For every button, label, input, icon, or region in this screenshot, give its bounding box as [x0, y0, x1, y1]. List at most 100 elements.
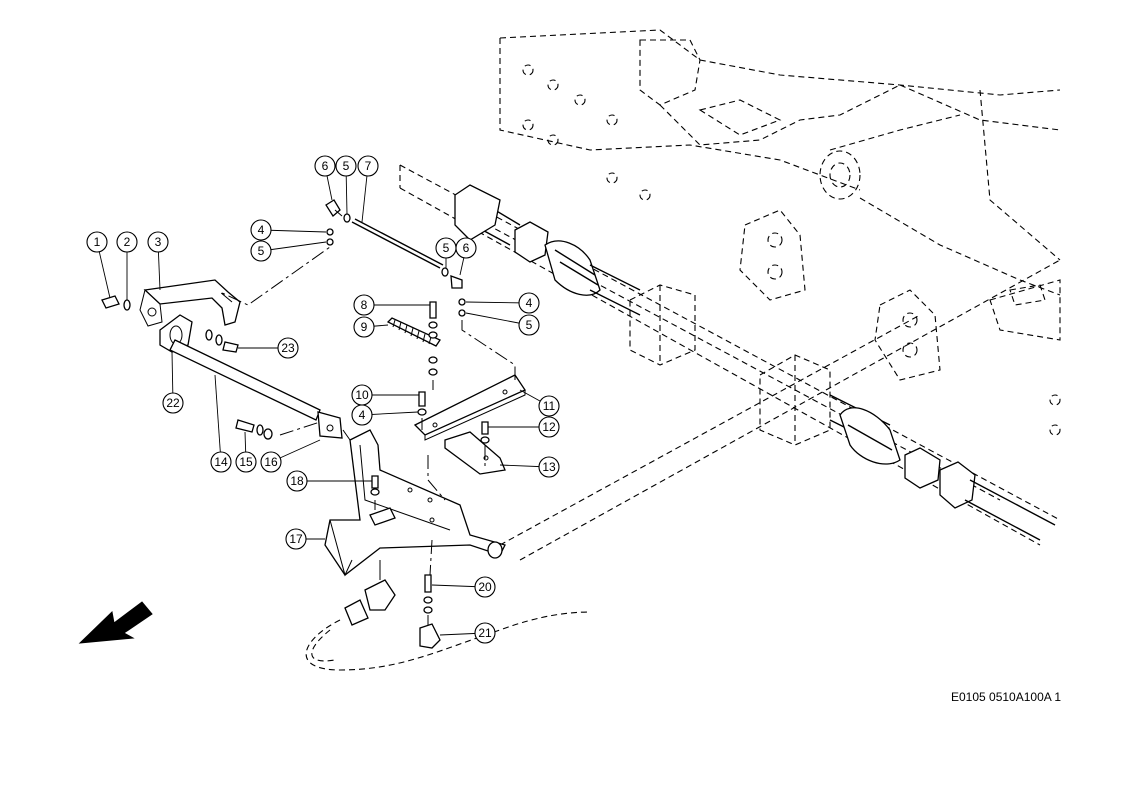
callout-c23: 23: [238, 337, 299, 359]
callout-circle: [314, 155, 336, 177]
callout-circle: [538, 395, 560, 417]
callout-circle: [351, 404, 373, 426]
assembly-lines: [219, 246, 516, 625]
callout-label: 5: [343, 159, 350, 173]
callout-leader: [260, 241, 327, 252]
callout-label: 23: [281, 341, 295, 355]
callout-circle: [335, 155, 357, 177]
callout-label: 5: [258, 244, 265, 258]
bolt-part-1: [101, 295, 120, 309]
callout-label: 11: [543, 399, 556, 413]
callout-c10: 10: [351, 384, 419, 406]
callout-c21: 21: [439, 622, 496, 644]
callout-circle: [353, 294, 375, 316]
shaft-part-14: [169, 339, 343, 439]
callout-label: 12: [542, 420, 556, 434]
reference-code: E0105 0510A100A 1: [951, 690, 1062, 704]
callout-label: 21: [478, 626, 492, 640]
callout-label: 7: [365, 159, 372, 173]
callout-c11: 11: [519, 389, 560, 417]
plate-part-11: [413, 374, 526, 441]
bolt-part-8: [428, 301, 438, 376]
callout-c4a: 4: [250, 219, 327, 241]
callout-circle: [518, 292, 540, 314]
chassis-outline: [399, 29, 1061, 561]
bolt-part-10: [417, 391, 427, 416]
callout-c20: 20: [431, 576, 496, 598]
bolt-part-15: [235, 419, 273, 440]
arrow-front-icon: [78, 601, 153, 644]
bracket-part-3: [139, 279, 241, 327]
washer-part-2: [123, 299, 131, 311]
callout-leader: [465, 312, 530, 326]
callout-circle: [250, 219, 272, 241]
callout-label: 5: [526, 318, 533, 332]
callout-circle: [210, 451, 232, 473]
callout-circle: [147, 231, 169, 253]
callout-circle: [285, 528, 307, 550]
callout-label: 6: [322, 159, 329, 173]
callout-circle: [250, 240, 272, 262]
callout-c16: 16: [260, 439, 321, 473]
callout-circle: [455, 237, 477, 259]
callout-label: 6: [463, 241, 470, 255]
callout-label: 16: [264, 455, 278, 469]
callout-label: 20: [478, 580, 492, 594]
callout-c17: 17: [285, 528, 325, 550]
callout-label: 18: [290, 474, 304, 488]
callout-c18: 18: [286, 470, 372, 492]
callout-label: 4: [526, 296, 533, 310]
callout-circle: [353, 316, 375, 338]
drive-shaft: [454, 184, 1056, 541]
rod-assembly-part-7: [325, 199, 466, 317]
callout-c1: 1: [86, 231, 111, 299]
callout-circle: [286, 470, 308, 492]
callout-label: 13: [542, 460, 556, 474]
callout-c5b: 5: [335, 155, 357, 215]
callout-label: 15: [239, 455, 253, 469]
bolt-part-23: [205, 329, 239, 353]
callout-leader: [214, 374, 222, 463]
callout-label: 10: [355, 388, 369, 402]
callout-circle: [518, 314, 540, 336]
callout-c6a: 6: [314, 155, 336, 201]
callout-c9: 9: [353, 316, 389, 338]
callout-circle: [86, 231, 108, 253]
callout-c6b: 6: [455, 237, 477, 276]
main-bracket-part-17: [324, 429, 506, 577]
clamp-part-21: [419, 623, 441, 649]
callout-c4b: 4: [465, 292, 540, 314]
callout-label: 1: [94, 235, 101, 249]
callout-c14: 14: [210, 374, 232, 473]
callout-c15: 15: [235, 431, 257, 473]
callout-label: 4: [258, 223, 265, 237]
callout-circle: [162, 392, 184, 414]
callout-c4c: 4: [351, 404, 419, 426]
callout-label: 3: [155, 235, 162, 249]
callout-leader: [260, 229, 327, 233]
callout-circle: [116, 231, 138, 253]
callout-circle: [474, 576, 496, 598]
callout-label: 17: [289, 532, 303, 546]
callout-c12: 12: [488, 416, 560, 438]
spring-part-9: [386, 317, 441, 347]
callout-label: 2: [124, 235, 131, 249]
callout-label: 9: [361, 320, 368, 334]
callout-c3: 3: [147, 231, 169, 291]
callout-label: 22: [166, 396, 180, 410]
sensor-part: [305, 560, 591, 671]
callout-circle: [357, 155, 379, 177]
callout-c8: 8: [353, 294, 430, 316]
callout-c5a: 5: [250, 240, 327, 262]
callout-circle: [538, 416, 560, 438]
callout-label: 8: [361, 298, 368, 312]
callout-label: 14: [214, 455, 228, 469]
callout-circle: [235, 451, 257, 473]
callout-circle: [474, 622, 496, 644]
callout-label: 5: [443, 241, 450, 255]
bracket-part-13: [444, 421, 506, 475]
callout-c13: 13: [499, 456, 560, 478]
callout-c22: 22: [162, 351, 184, 414]
